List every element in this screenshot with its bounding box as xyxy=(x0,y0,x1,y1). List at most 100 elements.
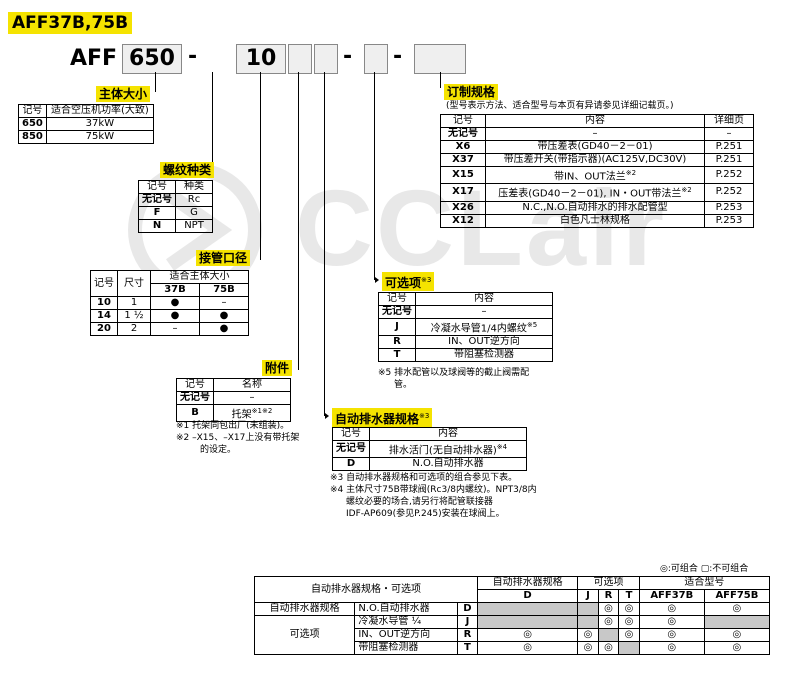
table-cell: 带阻塞检测器 xyxy=(354,641,458,655)
body-size-label: 主体大小 xyxy=(96,86,151,102)
table-cell xyxy=(597,628,620,642)
table-cell: N.O.自动排水器 xyxy=(369,457,527,472)
table-cell: IN、OUT逆方向 xyxy=(354,628,458,642)
table-row: 自动排水器规格 N.O.自动排水器 D ◎ ◎ ◎ ◎ xyxy=(253,602,771,616)
note-line: IDF-AP609(参见P.245)安装在球阀上。 xyxy=(346,509,505,519)
table-header: 适合空压机功率(大致) xyxy=(45,104,154,118)
table-cell: NPT xyxy=(175,219,213,233)
connector-accessory xyxy=(298,72,299,370)
combo-legend: ◎:可组合 ▢:不可组合 xyxy=(660,564,749,574)
table-cell: 850 xyxy=(18,130,47,144)
model-port-box: 10 xyxy=(236,44,286,74)
table-cell: ◎ xyxy=(618,628,640,642)
table-cell: 1 ½ xyxy=(117,309,151,323)
table-cell: X15 xyxy=(440,165,486,185)
table-header: 尺寸 xyxy=(117,270,151,297)
table-cell: 压差表(GD40－2－01), IN・OUT带法兰※2 xyxy=(485,183,705,202)
table-header: R xyxy=(597,589,620,603)
table-cell: ◎ xyxy=(597,641,620,655)
note-line: 螺纹必要的场合,请另行将配管联接器 xyxy=(346,497,493,507)
table-cell: X17 xyxy=(440,183,486,202)
table-header: 记号 xyxy=(138,180,176,194)
table-cell: N xyxy=(138,219,176,233)
custom-subtitle: (型号表示方法、适合型号与本页有异请参见详细记载页。) xyxy=(446,101,674,111)
table-cell: ◎ xyxy=(618,602,640,616)
table-header: AFF75B xyxy=(703,589,771,603)
table-header: 自动排水器规格 xyxy=(476,576,579,590)
custom-content: 压差表(GD40－2－01), IN・OUT带法兰 xyxy=(498,188,682,200)
table-cell xyxy=(476,602,579,616)
footnote-ref: ※3 xyxy=(421,276,432,284)
table-cell: ● xyxy=(199,309,249,323)
table-cell: 无记号 xyxy=(378,305,416,319)
table-cell: N.C.,N.O.自动排水的排水配管型 xyxy=(485,200,705,215)
product-title: AFF37B,75B xyxy=(8,12,133,34)
table-cell: 14 xyxy=(90,309,118,323)
connector-port xyxy=(260,72,261,260)
model-port-value: 10 xyxy=(245,46,277,71)
table-header: 适合型号 xyxy=(638,576,771,590)
table-cell: – xyxy=(415,305,553,319)
table-cell: – xyxy=(150,322,200,336)
footnote-ref: ※2 xyxy=(681,186,692,195)
footnote-ref: ※4 xyxy=(496,443,508,451)
table-cell: ◎ xyxy=(618,615,640,629)
table-cell: ● xyxy=(199,322,249,336)
table-cell: X26 xyxy=(440,200,486,215)
table-cell: – xyxy=(213,391,291,405)
table-header: 自动排水器规格・可选项 xyxy=(254,576,478,603)
table-cell: 10 xyxy=(90,296,118,310)
table-cell: ◎ xyxy=(638,615,705,629)
model-dash-1: - xyxy=(188,44,198,69)
footnote-ref: ※1※2 xyxy=(251,407,273,415)
table-cell: ● xyxy=(150,296,200,310)
footnote-ref: ※2 xyxy=(625,169,637,177)
table-cell: 650 xyxy=(18,117,47,131)
table-cell: 带IN、OUT法兰※2 xyxy=(485,165,705,185)
table-cell: ◎ xyxy=(476,628,579,642)
drain-label: 自动排水器规格※3 xyxy=(332,408,433,427)
table-row: 可选项 冷凝水导管 ¼ J ◎ ◎ ◎ xyxy=(253,615,771,655)
table-header: D xyxy=(476,589,579,603)
note-line: 的设定。 xyxy=(200,445,237,455)
note-line: 管。 xyxy=(394,380,413,390)
table-cell xyxy=(703,615,771,629)
table-cell xyxy=(577,602,599,616)
table-cell xyxy=(618,641,640,655)
table-cell: 带阻塞检测器 xyxy=(415,348,553,363)
table-cell: D xyxy=(456,602,478,616)
custom-content: 带IN、OUT法兰 xyxy=(553,171,626,183)
table-header: 记号 xyxy=(332,427,370,441)
thread-type-label: 螺纹种类 xyxy=(160,162,215,178)
table-cell: ◎ xyxy=(577,641,599,655)
table-cell: ◎ xyxy=(597,615,620,629)
option-label-text: 可选项 xyxy=(385,276,422,290)
table-cell: P.253 xyxy=(704,200,754,215)
table-cell: 1 xyxy=(117,296,151,310)
table-header: 种类 xyxy=(175,180,213,194)
table-cell: – xyxy=(485,127,705,141)
table-cell: G xyxy=(175,206,213,220)
connector-custom xyxy=(440,72,441,88)
table-cell: ◎ xyxy=(703,602,771,616)
table-header: 内容 xyxy=(485,114,705,128)
drain-arrow-icon xyxy=(325,413,329,419)
table-header: 名称 xyxy=(213,378,291,392)
table-cell: X37 xyxy=(440,153,486,167)
table-header: 可选项 xyxy=(577,576,640,590)
table-cell: ◎ xyxy=(703,628,771,642)
table-cell: R xyxy=(456,628,478,642)
model-dash-3: - xyxy=(393,44,403,69)
note-line: ※4 主体尺寸75B带球阀(Rc3/8内螺纹)。NPT3/8内 xyxy=(330,485,537,495)
table-header: T xyxy=(618,589,640,603)
table-cell: P.252 xyxy=(704,183,754,202)
table-cell: 带压差表(GD40－2－01) xyxy=(485,140,705,154)
table-cell: ◎ xyxy=(597,602,620,616)
table-cell: N.O.自动排水器 xyxy=(354,602,458,616)
table-cell: P.251 xyxy=(704,140,754,154)
